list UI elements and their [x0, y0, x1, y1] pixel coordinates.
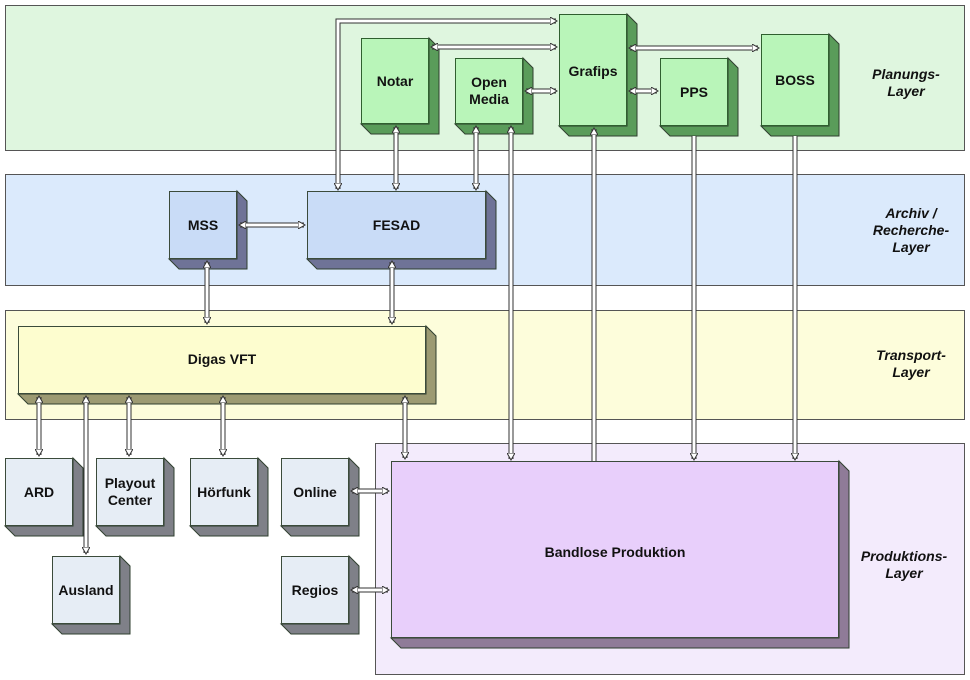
digas-vft-box[interactable]: Digas VFT — [18, 326, 426, 394]
bandlose-produktion-box[interactable]: Bandlose Produktion — [391, 461, 839, 638]
open-media-box[interactable]: Open Media — [455, 58, 523, 124]
pps-box[interactable]: PPS — [660, 58, 728, 126]
produktions-layer-label: Produktions- Layer — [860, 548, 948, 581]
transport-layer-label: Transport- Layer — [876, 347, 946, 380]
notar-box[interactable]: Notar — [361, 38, 429, 124]
ard-box[interactable]: ARD — [5, 458, 73, 526]
archiv-layer-label: Archiv / Recherche- Layer — [872, 205, 950, 255]
fesad-box[interactable]: FESAD — [307, 191, 486, 259]
online-box[interactable]: Online — [281, 458, 349, 526]
mss-box[interactable]: MSS — [169, 191, 237, 259]
boss-box[interactable]: BOSS — [761, 34, 829, 126]
hoerfunk-box[interactable]: Hörfunk — [190, 458, 258, 526]
planungs-layer-label: Planungs- Layer — [872, 66, 940, 99]
regios-box[interactable]: Regios — [281, 556, 349, 624]
playout-center-box[interactable]: Playout Center — [96, 458, 164, 526]
ausland-box[interactable]: Ausland — [52, 556, 120, 624]
grafips-box[interactable]: Grafips — [559, 14, 627, 126]
